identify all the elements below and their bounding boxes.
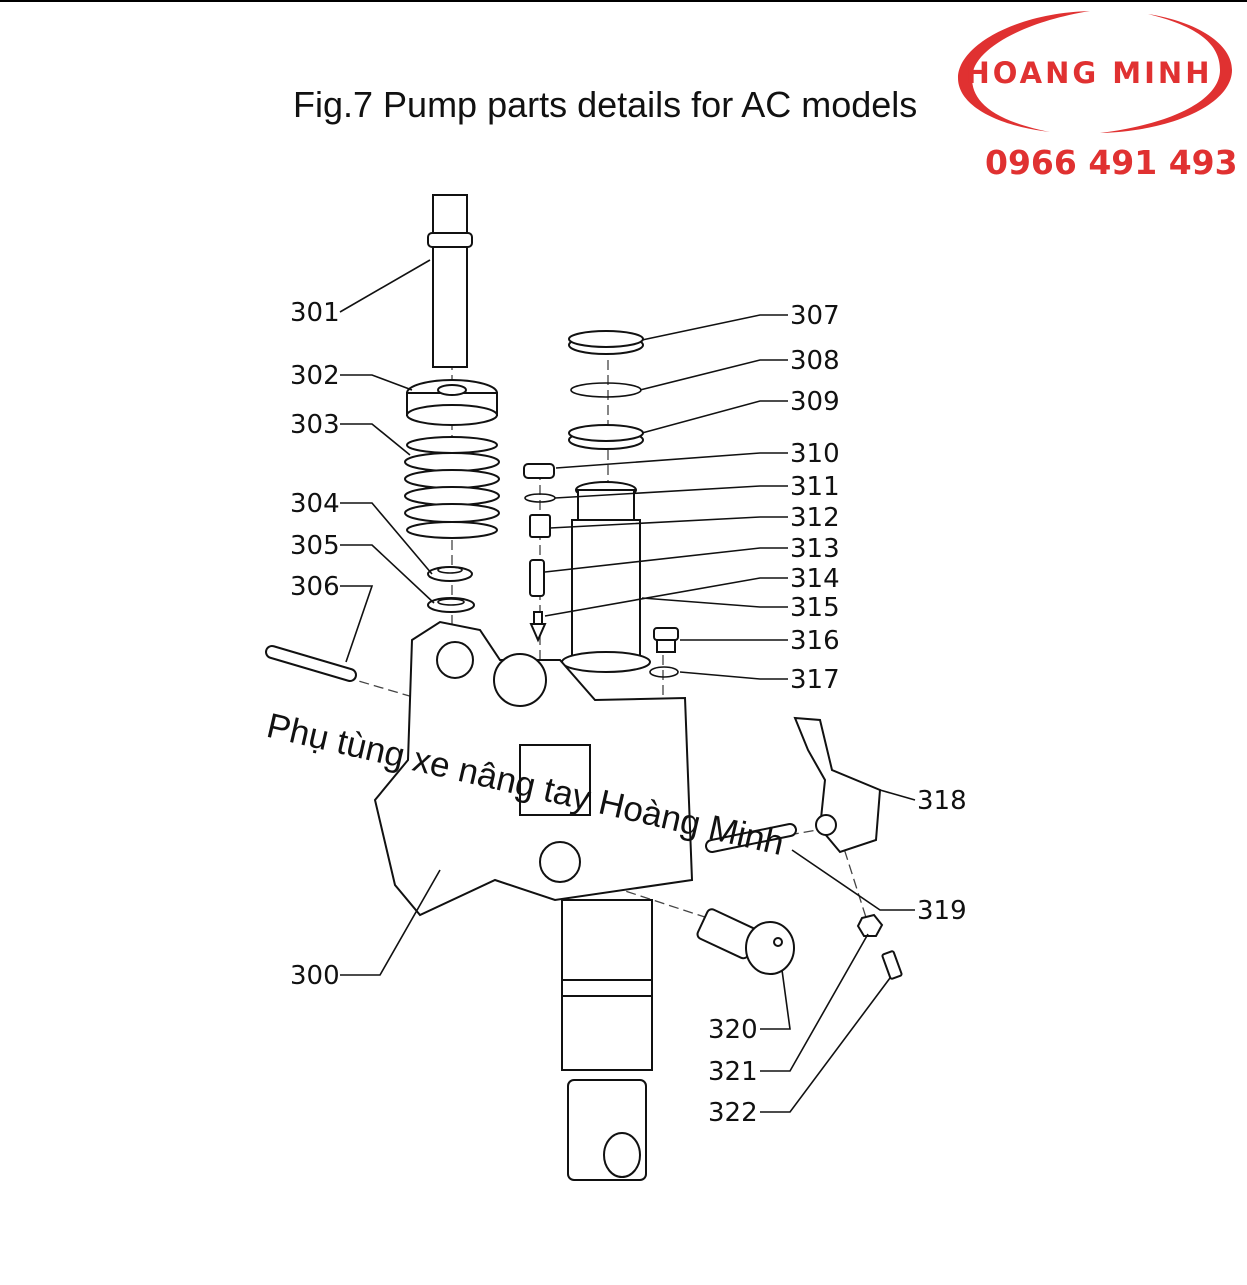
callout-313: 313 bbox=[790, 534, 840, 564]
callout-320: 320 bbox=[708, 1015, 758, 1045]
part-320-release-valve bbox=[696, 908, 795, 975]
callout-303: 303 bbox=[290, 410, 340, 440]
callout-309: 309 bbox=[790, 387, 840, 417]
part-304-ring bbox=[427, 566, 473, 582]
part-321-nut bbox=[856, 913, 884, 937]
callout-307: 307 bbox=[790, 301, 840, 331]
callout-308: 308 bbox=[790, 346, 840, 376]
part-302-spring-cap bbox=[406, 379, 498, 426]
part-308-o-ring bbox=[570, 382, 642, 398]
callout-labels: 301 302 303 304 305 306 300 307 308 309 … bbox=[290, 298, 967, 1128]
part-316-screw bbox=[653, 627, 679, 653]
callout-302: 302 bbox=[290, 361, 340, 391]
figure-title: Fig.7 Pump parts details for AC models bbox=[293, 84, 918, 125]
top-divider bbox=[0, 0, 1247, 2]
part-314-ball-valve bbox=[529, 611, 547, 643]
part-310-plug bbox=[523, 463, 555, 479]
callout-310: 310 bbox=[790, 439, 840, 469]
callout-312: 312 bbox=[790, 503, 840, 533]
part-303-spring bbox=[404, 436, 500, 539]
callout-316: 316 bbox=[790, 626, 840, 656]
callout-306: 306 bbox=[290, 572, 340, 602]
callout-319: 319 bbox=[917, 896, 967, 926]
leader-lines bbox=[339, 259, 916, 1113]
part-319-pin bbox=[705, 823, 797, 853]
part-313-spring bbox=[529, 559, 545, 597]
logo-text: HOANG MINH bbox=[965, 56, 1213, 90]
callout-314: 314 bbox=[790, 564, 840, 594]
part-300-pump-body bbox=[373, 620, 694, 1181]
part-315-pump-shaft bbox=[561, 481, 651, 673]
callout-315: 315 bbox=[790, 593, 840, 623]
part-322-set-screw bbox=[881, 950, 903, 980]
brand-logo: HOANG MINH bbox=[950, 8, 1240, 143]
callout-322: 322 bbox=[708, 1098, 758, 1128]
callout-317: 317 bbox=[790, 665, 840, 695]
callout-321: 321 bbox=[708, 1057, 758, 1087]
part-301-piston bbox=[427, 194, 473, 368]
callout-304: 304 bbox=[290, 489, 340, 519]
callout-301: 301 bbox=[290, 298, 340, 328]
part-312-screw bbox=[529, 514, 551, 538]
callout-318: 318 bbox=[917, 786, 967, 816]
part-317-washer bbox=[649, 666, 679, 678]
part-307-seal bbox=[568, 330, 644, 355]
callout-300: 300 bbox=[290, 961, 340, 991]
part-305-ring bbox=[427, 597, 475, 613]
phone-number: 0966 491 493 bbox=[985, 143, 1238, 182]
part-306-pin bbox=[265, 645, 357, 682]
part-309-seal bbox=[568, 424, 644, 450]
logo-swoosh-icon bbox=[958, 11, 1232, 133]
callout-305: 305 bbox=[290, 531, 340, 561]
part-318-release-lever bbox=[793, 716, 882, 854]
callout-311: 311 bbox=[790, 472, 840, 502]
